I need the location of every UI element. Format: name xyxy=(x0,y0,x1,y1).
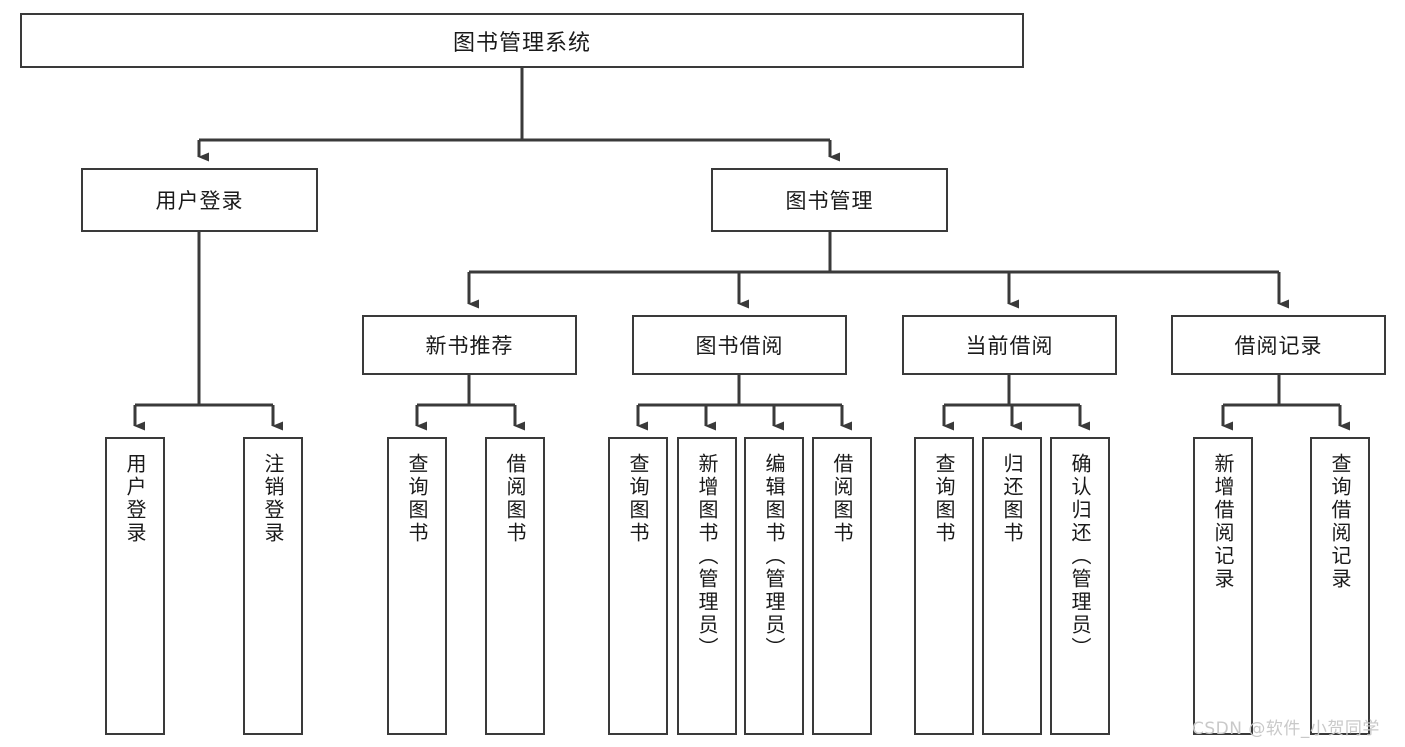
csdn-watermark: CSDN @软件_小贺同学 xyxy=(1192,719,1380,739)
node-label: 图书管理 xyxy=(785,189,874,213)
node-label: 用户登录 xyxy=(123,453,147,545)
node-label: 注销登录 xyxy=(261,453,285,545)
node-leaf-query-book-cur[interactable]: 查询图书 xyxy=(914,437,974,735)
node-leaf-user-login[interactable]: 用户登录 xyxy=(105,437,165,735)
node-label: 借阅图书 xyxy=(830,453,854,545)
node-label: 查询图书 xyxy=(626,453,650,545)
node-label: 当前借阅 xyxy=(965,334,1054,358)
node-borrow-record[interactable]: 借阅记录 xyxy=(1171,315,1386,375)
node-label: 编辑图书（管理员） xyxy=(762,453,786,660)
node-leaf-return-book[interactable]: 归还图书 xyxy=(982,437,1042,735)
node-label: 查询图书 xyxy=(405,453,429,545)
node-label: 新书推荐 xyxy=(425,334,514,358)
node-leaf-borrow-book-rec[interactable]: 借阅图书 xyxy=(485,437,545,735)
node-current-borrow[interactable]: 当前借阅 xyxy=(902,315,1117,375)
node-label: 查询图书 xyxy=(932,453,956,545)
node-label: 查询借阅记录 xyxy=(1328,453,1352,591)
node-label: 借阅图书 xyxy=(503,453,527,545)
node-book-manage[interactable]: 图书管理 xyxy=(711,168,948,232)
node-leaf-query-borrow-record[interactable]: 查询借阅记录 xyxy=(1310,437,1370,735)
node-leaf-add-book-admin[interactable]: 新增图书（管理员） xyxy=(677,437,737,735)
node-leaf-confirm-return-admin[interactable]: 确认归还（管理员） xyxy=(1050,437,1110,735)
node-label: 确认归还（管理员） xyxy=(1068,453,1092,660)
node-leaf-query-book-rec[interactable]: 查询图书 xyxy=(387,437,447,735)
node-leaf-add-borrow-record[interactable]: 新增借阅记录 xyxy=(1193,437,1253,735)
connector-lines xyxy=(133,68,1350,431)
node-leaf-user-logout[interactable]: 注销登录 xyxy=(243,437,303,735)
node-root-system[interactable]: 图书管理系统 xyxy=(20,13,1024,68)
node-label: 借阅记录 xyxy=(1234,334,1323,358)
node-leaf-edit-book-admin[interactable]: 编辑图书（管理员） xyxy=(744,437,804,735)
node-user-login[interactable]: 用户登录 xyxy=(81,168,318,232)
node-book-borrow[interactable]: 图书借阅 xyxy=(632,315,847,375)
node-label: 用户登录 xyxy=(155,189,244,213)
node-label: 新增借阅记录 xyxy=(1211,453,1235,591)
node-leaf-borrow-book[interactable]: 借阅图书 xyxy=(812,437,872,735)
node-leaf-query-book-borrow[interactable]: 查询图书 xyxy=(608,437,668,735)
node-label: 图书管理系统 xyxy=(452,30,591,56)
node-label: 图书借阅 xyxy=(695,334,784,358)
node-label: 归还图书 xyxy=(1000,453,1024,545)
node-label: 新增图书（管理员） xyxy=(695,453,719,660)
node-new-book-recommend[interactable]: 新书推荐 xyxy=(362,315,577,375)
